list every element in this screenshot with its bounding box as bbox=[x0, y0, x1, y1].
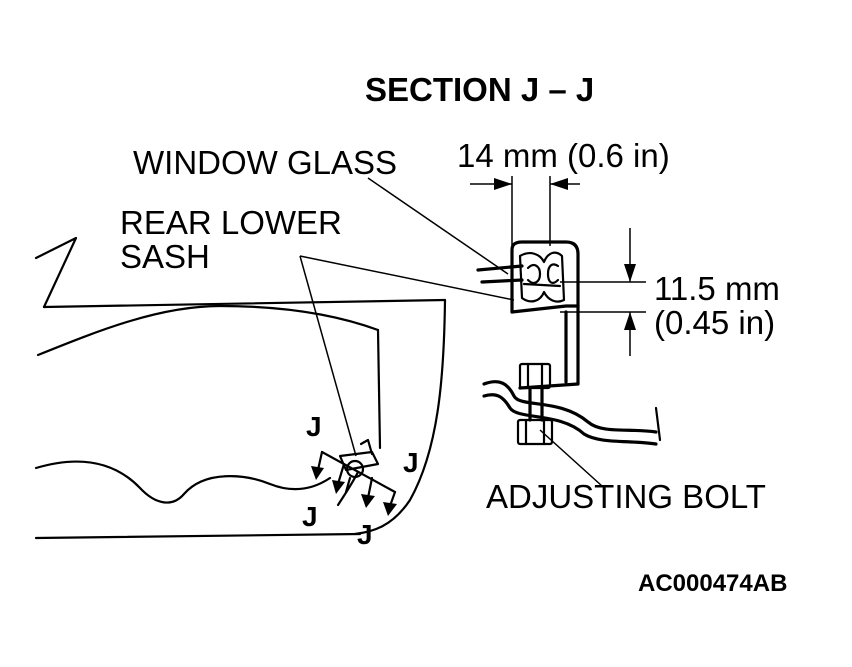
height-dimension-label-line1: 11.5 mm bbox=[654, 270, 780, 307]
height-dimension-label-line2: (0.45 in) bbox=[654, 304, 775, 341]
section-mark-j-right: J bbox=[403, 447, 419, 478]
section-mark-j-top: J bbox=[306, 411, 322, 442]
rear-lower-sash-label-line1: REAR LOWER bbox=[120, 204, 342, 241]
leader-lines bbox=[299, 177, 603, 487]
figure-code: AC000474AB bbox=[638, 570, 787, 597]
section-title: SECTION J – J bbox=[365, 71, 594, 108]
section-cut-arrows bbox=[311, 450, 397, 516]
height-dimension bbox=[560, 228, 646, 356]
door-outline bbox=[34, 236, 447, 540]
section-mark-j-left: J bbox=[302, 501, 318, 532]
window-glass-label: WINDOW GLASS bbox=[133, 144, 397, 181]
width-dimension bbox=[470, 176, 580, 250]
section-mark-j-bottom: J bbox=[357, 519, 373, 550]
rear-lower-sash-label-line2: SASH bbox=[120, 238, 210, 275]
width-dimension-label: 14 mm (0.6 in) bbox=[457, 137, 670, 174]
adjusting-bolt-label: ADJUSTING BOLT bbox=[486, 478, 766, 515]
